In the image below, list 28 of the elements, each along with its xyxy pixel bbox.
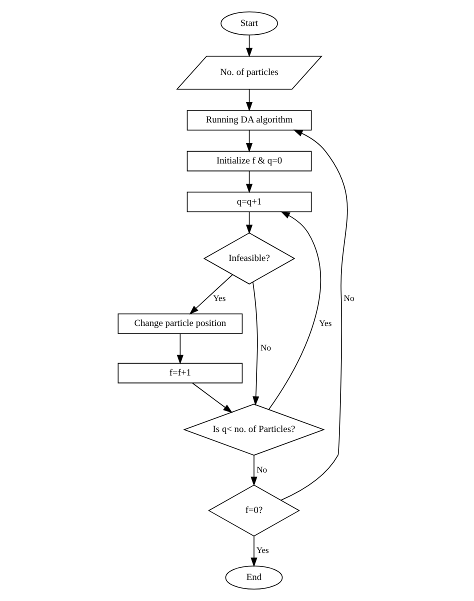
arrow xyxy=(245,88,252,112)
node-box: Initialize f & q=0 xyxy=(186,150,312,172)
edge-label: Yes xyxy=(212,293,226,304)
node-box: f=f+1 xyxy=(117,362,242,384)
edge-label: Yes xyxy=(318,318,332,328)
node-box: Change particle position xyxy=(117,313,242,334)
arrow xyxy=(245,170,252,194)
node-box: Running DA algorithm xyxy=(186,110,312,130)
arrow xyxy=(250,454,257,486)
node-diamond: Infeasible? xyxy=(202,232,295,284)
arrow xyxy=(252,282,259,406)
node-box: q=q+1 xyxy=(186,192,312,212)
node-ellipse: Start xyxy=(220,11,278,36)
arrow xyxy=(245,130,252,152)
edge-label: No xyxy=(260,342,271,353)
arrow xyxy=(188,274,232,315)
edge-label: No xyxy=(256,464,267,474)
edge-label: No xyxy=(343,293,354,304)
arrow xyxy=(280,130,348,501)
arrow xyxy=(191,382,232,413)
edge-label: Yes xyxy=(256,545,268,556)
arrow xyxy=(245,34,252,58)
node-ellipse: End xyxy=(224,566,282,590)
arrow xyxy=(268,211,321,410)
arrow xyxy=(245,211,252,234)
node-diamond: f=0? xyxy=(208,484,300,537)
arrow xyxy=(176,333,183,364)
arrow xyxy=(250,536,257,568)
